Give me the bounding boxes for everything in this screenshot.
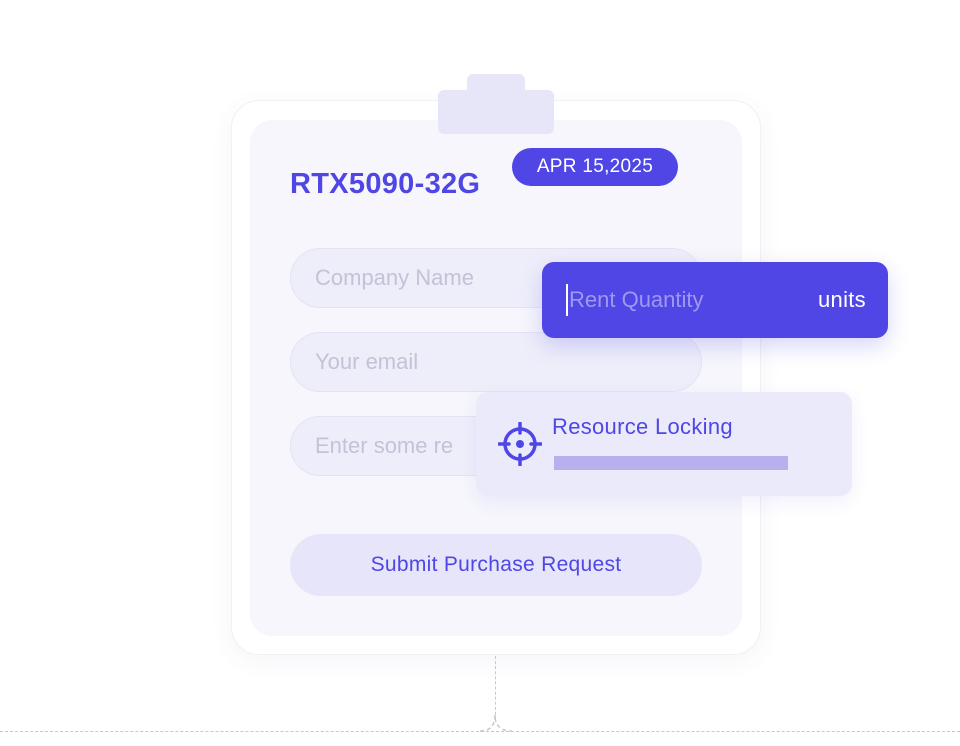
resource-locking-progress	[554, 456, 788, 470]
crosshair-icon	[498, 422, 542, 466]
remarks-placeholder: Enter some re	[315, 433, 454, 458]
date-badge: APR 15,2025	[512, 148, 678, 186]
email-placeholder: Your email	[315, 349, 419, 374]
text-caret	[566, 284, 568, 316]
clipboard-clip	[438, 90, 554, 134]
resource-locking-label: Resource Locking	[552, 414, 733, 439]
connector-line	[495, 656, 496, 720]
dashed-baseline	[0, 731, 960, 732]
resource-locking-progress-fill	[554, 456, 788, 470]
product-title: RTX5090-32G	[290, 168, 481, 200]
email-input[interactable]: Your email	[290, 332, 702, 392]
company-name-placeholder: Company Name	[315, 265, 474, 290]
submit-purchase-request-button[interactable]: Submit Purchase Request	[290, 534, 702, 596]
rent-quantity-placeholder: Rent Quantity	[569, 287, 704, 312]
resource-locking-card: Resource Locking	[476, 392, 852, 496]
rent-unit-label: units	[818, 287, 866, 312]
connector-curve	[480, 714, 512, 732]
rent-quantity-input[interactable]: Rent Quantity units	[542, 262, 888, 338]
